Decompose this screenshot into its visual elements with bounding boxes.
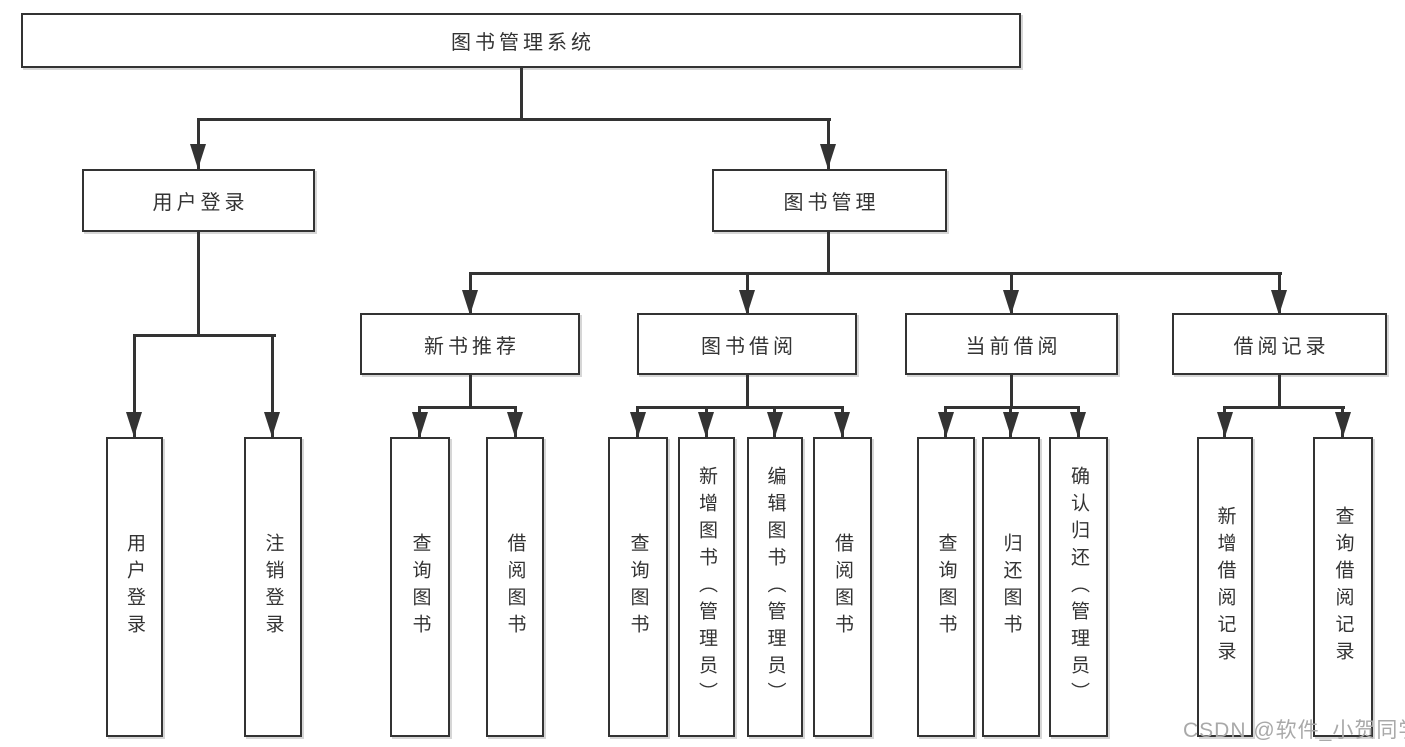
node-current-borrow: 当前借阅 [905, 313, 1118, 375]
leaf-logout: 注销登录 [244, 437, 302, 737]
connector-line [469, 375, 472, 409]
arrow-down-icon [1217, 412, 1233, 437]
arrow-down-icon [820, 144, 836, 169]
leaf-query-books-2: 查询图书 [608, 437, 668, 737]
arrow-down-icon [938, 412, 954, 437]
leaf-query-books-1: 查询图书 [390, 437, 450, 737]
node-new-book-recommend: 新书推荐 [360, 313, 580, 375]
arrow-down-icon [507, 412, 523, 437]
connector-line [133, 334, 276, 337]
leaf-edit-book-admin: 编辑图书（管理员） [747, 437, 803, 737]
leaf-borrow-books-1: 借阅图书 [486, 437, 544, 737]
leaf-borrow-books-2: 借阅图书 [813, 437, 872, 737]
arrow-down-icon [264, 412, 280, 437]
connector-line [1010, 375, 1013, 409]
node-book-management: 图书管理 [712, 169, 947, 232]
arrow-down-icon [462, 290, 478, 315]
connector-line [827, 118, 830, 169]
leaf-add-book-admin: 新增图书（管理员） [678, 437, 735, 737]
arrow-down-icon [1070, 412, 1086, 437]
node-book-borrow: 图书借阅 [637, 313, 857, 375]
connector-line [469, 272, 1282, 275]
arrow-down-icon [1003, 290, 1019, 315]
connector-line [944, 406, 1080, 409]
arrow-down-icon [190, 144, 206, 169]
arrow-down-icon [698, 412, 714, 437]
leaf-add-borrow-record: 新增借阅记录 [1197, 437, 1253, 737]
connector-line [636, 406, 844, 409]
csdn-watermark: CSDN @软件_小贺同学 [1183, 719, 1405, 742]
leaf-query-books-3: 查询图书 [917, 437, 975, 737]
connector-line [197, 118, 200, 169]
connector-line [271, 334, 274, 437]
node-borrow-records: 借阅记录 [1172, 313, 1387, 375]
leaf-query-borrow-record: 查询借阅记录 [1313, 437, 1373, 737]
arrow-down-icon [630, 412, 646, 437]
connector-line [197, 118, 831, 121]
connector-line [418, 406, 517, 409]
connector-line [520, 68, 523, 119]
connector-line [827, 232, 830, 275]
arrow-down-icon [412, 412, 428, 437]
leaf-confirm-return-admin: 确认归还（管理员） [1049, 437, 1108, 737]
connector-line [746, 375, 749, 409]
connector-line [197, 232, 200, 337]
connector-line [1278, 375, 1281, 409]
arrow-down-icon [1271, 290, 1287, 315]
connector-line [1223, 406, 1345, 409]
leaf-user-login: 用户登录 [106, 437, 163, 737]
arrow-down-icon [126, 412, 142, 437]
node-user-login: 用户登录 [82, 169, 315, 232]
node-root: 图书管理系统 [21, 13, 1021, 68]
arrow-down-icon [739, 290, 755, 315]
arrow-down-icon [834, 412, 850, 437]
leaf-return-book: 归还图书 [982, 437, 1040, 737]
arrow-down-icon [1003, 412, 1019, 437]
connector-line [133, 334, 136, 437]
arrow-down-icon [1335, 412, 1351, 437]
arrow-down-icon [767, 412, 783, 437]
